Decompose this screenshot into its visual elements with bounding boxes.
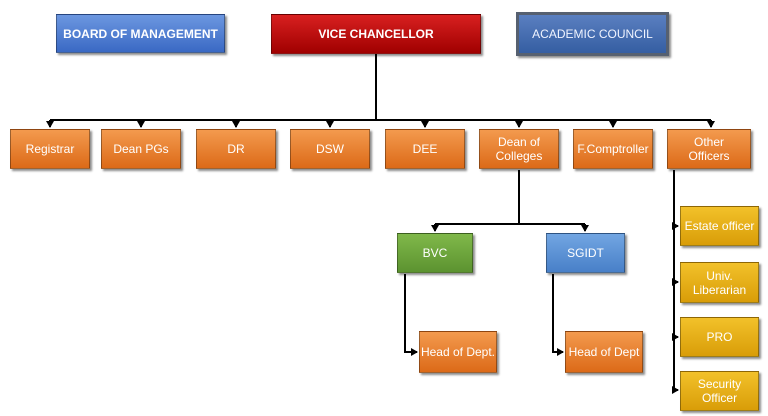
dee-label: DEE <box>412 142 438 156</box>
security-officer-box: Security Officer <box>680 371 759 411</box>
pro-box: PRO <box>680 317 759 357</box>
connector-bvc-head <box>404 274 418 356</box>
academic-council-label: ACADEMIC COUNCIL <box>532 27 653 41</box>
dr-box: DR <box>196 129 276 169</box>
dean-of-colleges-label: Dean of Colleges <box>495 135 543 163</box>
vice-chancellor-label: VICE CHANCELLOR <box>318 27 434 41</box>
fcomptroller-label: F.Comptroller <box>577 142 649 156</box>
board-of-management-box: BOARD OF MANAGEMENT <box>56 14 225 53</box>
registrar-label: Registrar <box>25 142 75 156</box>
head-of-dept-sgidt-box: Head of Dept <box>565 331 643 373</box>
registrar-box: Registrar <box>10 129 90 169</box>
dsw-label: DSW <box>316 142 344 156</box>
bvc-label: BVC <box>422 246 448 260</box>
estate-officer-box: Estate officer <box>680 206 759 246</box>
other-officers-label: Other Officers <box>688 135 730 163</box>
estate-officer-label: Estate officer <box>684 219 755 233</box>
bvc-box: BVC <box>397 233 473 273</box>
dsw-box: DSW <box>290 129 370 169</box>
head-of-dept-bvc-label: Head of Dept. <box>420 345 496 359</box>
sgidt-box: SGIDT <box>546 233 625 273</box>
fcomptroller-box: F.Comptroller <box>573 129 653 169</box>
board-of-management-label: BOARD OF MANAGEMENT <box>63 26 218 41</box>
dean-of-colleges-box: Dean of Colleges <box>479 129 559 169</box>
sgidt-label: SGIDT <box>567 246 604 260</box>
dean-pgs-label: Dean PGs <box>113 142 169 156</box>
dee-box: DEE <box>385 129 465 169</box>
vice-chancellor-box: VICE CHANCELLOR <box>271 14 481 54</box>
univ-librarian-label: Univ. Liberarian <box>692 268 747 297</box>
dr-label: DR <box>227 142 245 156</box>
head-of-dept-bvc-box: Head of Dept. <box>419 331 497 373</box>
security-officer-label: Security Officer <box>697 377 742 405</box>
head-of-dept-sgidt-label: Head of Dept <box>568 345 640 359</box>
other-officers-box: Other Officers <box>667 129 751 169</box>
pro-label: PRO <box>706 330 733 344</box>
univ-librarian-box: Univ. Liberarian <box>680 262 759 303</box>
academic-council-box: ACADEMIC COUNCIL <box>516 12 669 56</box>
connector-sgidt-head <box>552 274 564 356</box>
dean-pgs-box: Dean PGs <box>101 129 181 169</box>
